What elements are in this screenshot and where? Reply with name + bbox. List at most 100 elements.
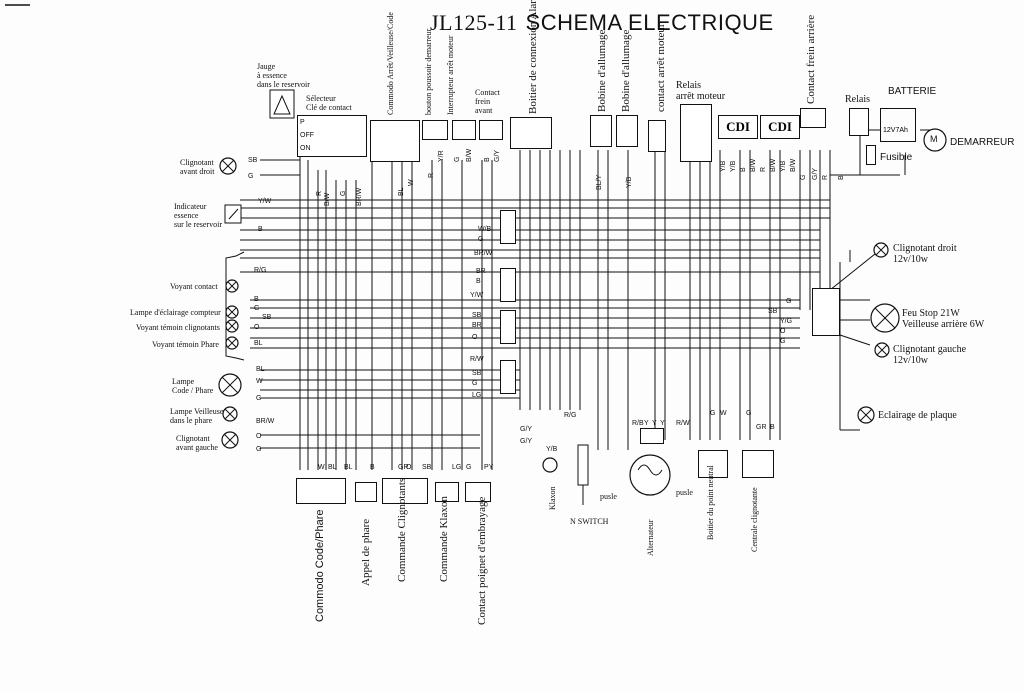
wire-tag-bottom-14: Y: [660, 420, 665, 427]
ignition-row-p: P: [300, 119, 305, 126]
wire-tag-center-9: R/W: [470, 356, 484, 363]
contact-frein-arriere-label: Contact frein arrière: [805, 14, 817, 104]
wire-tag-bottom-0: W: [318, 464, 325, 471]
wire-tag-center-11: G: [472, 380, 478, 387]
wire-tag-bottom-13: Y: [652, 420, 657, 427]
rear-connector-box: [812, 288, 840, 336]
battery-box: 12V7Ah: [880, 108, 916, 142]
wire-tag-center-7: BR: [472, 322, 482, 329]
bobine-2-box: [616, 115, 638, 147]
wire-tag-center-5: Y/W: [470, 292, 484, 299]
wire-tag-top-left-6: R: [428, 172, 435, 178]
commande-clignotants-label: Commande Clignotants: [396, 477, 408, 582]
lampe-compteur-label: Lampe d'éclairage compteur: [130, 308, 221, 317]
demarreur-label: DEMARREUR: [950, 137, 1015, 148]
wire-tag-bottom-2: BL: [344, 464, 353, 471]
wire-tag-center-15: G/Y: [520, 426, 533, 433]
wire-tag-top-right-10: G: [800, 174, 807, 180]
interrupteur-label: Interrupteur arrêt moteur: [446, 35, 455, 115]
wire-tag-bottom-1: BL: [328, 464, 337, 471]
relais-arret-box: [680, 104, 712, 162]
cdi-1-box: CDI: [718, 115, 758, 139]
wire-tag-top-right-2: Y/B: [720, 160, 727, 172]
cdi-2-box: CDI: [760, 115, 800, 139]
wire-tag-top-right-1: Y/B: [626, 176, 633, 188]
connector-2: [500, 268, 516, 302]
contact-frein-avant-box: [479, 120, 503, 140]
commande-klaxon-box: [435, 482, 459, 502]
wire-tag-left-7: SB: [262, 314, 272, 321]
connector-1: [500, 210, 516, 244]
wire-tag-top-right-6: R: [760, 166, 767, 172]
wire-tag-top-right-3: Y/B: [730, 160, 737, 172]
bobine-1-label: Bobine d'allumage: [596, 29, 608, 112]
wire-tag-bottom-15: R/W: [676, 420, 690, 427]
boitier-connexion-label: Boitier de connexion Alarme: [527, 0, 539, 114]
pusle-1-label: pusle: [600, 492, 617, 501]
alternateur-connector: [640, 428, 664, 444]
wire-tag-right-1: SB: [768, 308, 778, 315]
alternateur-label: Alternateur: [646, 519, 655, 556]
wire-tag-left-6: G: [254, 305, 260, 312]
wire-tag-top-left-0: R: [316, 190, 323, 196]
relais-label: Relais: [845, 94, 870, 105]
wire-tag-top-right-0: BL/Y: [596, 174, 603, 190]
wire-tag-left-14: O: [256, 433, 262, 440]
wire-tag-left-3: B: [258, 226, 263, 233]
batterie-label: BATTERIE: [888, 86, 937, 97]
commodo-arret-label: Commodo Arrêt/Veilleuse/Code: [386, 12, 395, 115]
fusible-label: Fusible: [880, 152, 913, 163]
wire-tag-bottom-4: GR: [398, 464, 409, 471]
wire-tag-left-8: O: [254, 324, 260, 331]
wire-tag-center-1: G: [478, 236, 484, 243]
battery-value: 12V7Ah: [883, 127, 908, 134]
wire-tag-top-right-8: Y/B: [780, 160, 787, 172]
wire-tag-top-right-5: B/W: [750, 158, 757, 172]
contact-arret-moteur-label: contact arrêt moteur: [655, 23, 667, 112]
wire-tag-top-left-7: Y/R: [438, 150, 445, 162]
bobine-1-box: [590, 115, 612, 147]
ignition-switch-box: [297, 115, 367, 157]
wire-tag-left-15: G: [256, 446, 262, 453]
commodo-code-phare-label: Commodo Code/Phare: [314, 509, 326, 622]
contact-arret-moteur-box: [648, 120, 666, 152]
commodo-arret-box: [370, 120, 420, 162]
wire-tag-center-10: SB: [472, 370, 482, 377]
contact-poignet-box: [465, 482, 491, 502]
wire-tag-top-right-7: B/W: [770, 158, 777, 172]
wire-tag-bottom-8: G: [466, 464, 472, 471]
wire-tag-bottom-17: W: [720, 410, 727, 417]
n-switch-label: N SWITCH: [570, 517, 609, 526]
appel-phare-label: Appel de phare: [360, 518, 372, 586]
wire-tag-left-11: W: [256, 378, 263, 385]
contact-poignet-label: Contact poignet d'embrayage: [476, 496, 488, 625]
bobine-2-label: Bobine d'allumage: [620, 29, 632, 112]
wire-tag-center-3: BR: [476, 268, 486, 275]
wire-tag-top-left-5: W: [408, 179, 415, 186]
appel-phare-box: [355, 482, 377, 502]
wire-tag-right-4: G: [780, 338, 786, 345]
wire-tag-top-left-11: G/Y: [494, 149, 501, 162]
wire-tag-center-6: SB: [472, 312, 482, 319]
boitier-point-neutral-label: Boitier du point neutral: [706, 465, 715, 540]
wire-tag-right-2: Y/G: [780, 318, 793, 325]
wire-tag-top-right-11: G/Y: [812, 167, 819, 180]
wire-tag-center-8: O: [472, 334, 478, 341]
connector-3: [500, 310, 516, 344]
wire-tag-bottom-16: G: [710, 410, 716, 417]
wire-tag-top-left-8: G: [454, 156, 461, 162]
eclairage-plaque-label: Eclairage de plaque: [878, 410, 957, 421]
motor-letter: M: [930, 134, 938, 144]
contact-frein-arriere-box: [800, 108, 826, 128]
wire-tag-top-left-2: G: [340, 190, 347, 196]
